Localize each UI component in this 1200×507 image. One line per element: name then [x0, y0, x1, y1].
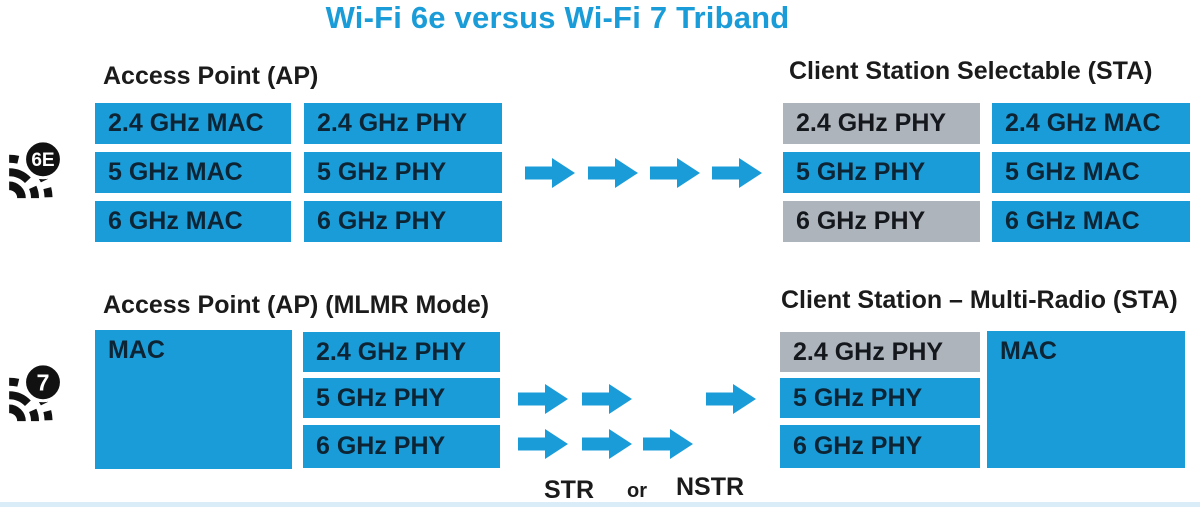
- arrow-right-icon: [643, 429, 693, 459]
- sta7-phy-5-box: 5 GHz PHY: [780, 378, 980, 418]
- wifi-6e-badge-label: 6E: [31, 150, 54, 171]
- sta6e-phy-6-box: 6 GHz PHY: [783, 201, 980, 242]
- wifi-6e-signal-badge-icon: 6E: [8, 139, 64, 199]
- bottom-edge-strip: [0, 502, 1200, 507]
- sta6e-phy-5-box: 5 GHz PHY: [783, 152, 980, 193]
- arrow-right-icon: [650, 158, 700, 188]
- arrow-right-icon: [582, 384, 632, 414]
- ap6e-phy-24-box: 2.4 GHz PHY: [304, 103, 502, 144]
- ap6e-mac-6-box: 6 GHz MAC: [95, 201, 291, 242]
- ap6e-phy-6-box: 6 GHz PHY: [304, 201, 502, 242]
- sta6e-phy-24-box: 2.4 GHz PHY: [783, 103, 980, 144]
- sta7-phy-24-box: 2.4 GHz PHY: [780, 332, 980, 372]
- ap6e-heading: Access Point (AP): [103, 62, 319, 90]
- arrow-right-icon: [518, 429, 568, 459]
- ap6e-phy-5-box: 5 GHz PHY: [304, 152, 502, 193]
- arrow-right-icon: [588, 158, 638, 188]
- wifi-7-badge-label: 7: [36, 369, 49, 395]
- ap7-heading: Access Point (AP) (MLMR Mode): [103, 291, 490, 319]
- ap6e-mac-24-box: 2.4 GHz MAC: [95, 103, 291, 144]
- ap6e-mac-5-box: 5 GHz MAC: [95, 152, 291, 193]
- or-label: or: [627, 480, 647, 502]
- sta6e-mac-6-box: 6 GHz MAC: [992, 201, 1190, 242]
- ap7-phy-5-box: 5 GHz PHY: [303, 378, 500, 418]
- sta6e-mac-5-box: 5 GHz MAC: [992, 152, 1190, 193]
- ap7-phy-24-box: 2.4 GHz PHY: [303, 332, 500, 372]
- ap7-mac-box: MAC: [95, 330, 292, 469]
- nstr-label: NSTR: [676, 473, 745, 501]
- sta7-phy-6-box: 6 GHz PHY: [780, 425, 980, 468]
- arrow-right-icon: [582, 429, 632, 459]
- str-label: STR: [544, 476, 594, 504]
- arrow-right-icon: [706, 384, 756, 414]
- ap7-phy-6-box: 6 GHz PHY: [303, 425, 500, 468]
- arrow-right-icon: [525, 158, 575, 188]
- sta6e-mac-24-box: 2.4 GHz MAC: [992, 103, 1190, 144]
- arrow-right-icon: [712, 158, 762, 188]
- sta6e-heading: Client Station Selectable (STA): [789, 57, 1153, 85]
- wifi-7-signal-badge-icon: 7: [8, 362, 64, 422]
- sta7-mac-box: MAC: [987, 331, 1185, 468]
- diagram-title: Wi-Fi 6e versus Wi-Fi 7 Triband: [325, 0, 790, 35]
- arrow-right-icon: [518, 384, 568, 414]
- sta7-heading: Client Station – Multi-Radio (STA): [781, 286, 1178, 314]
